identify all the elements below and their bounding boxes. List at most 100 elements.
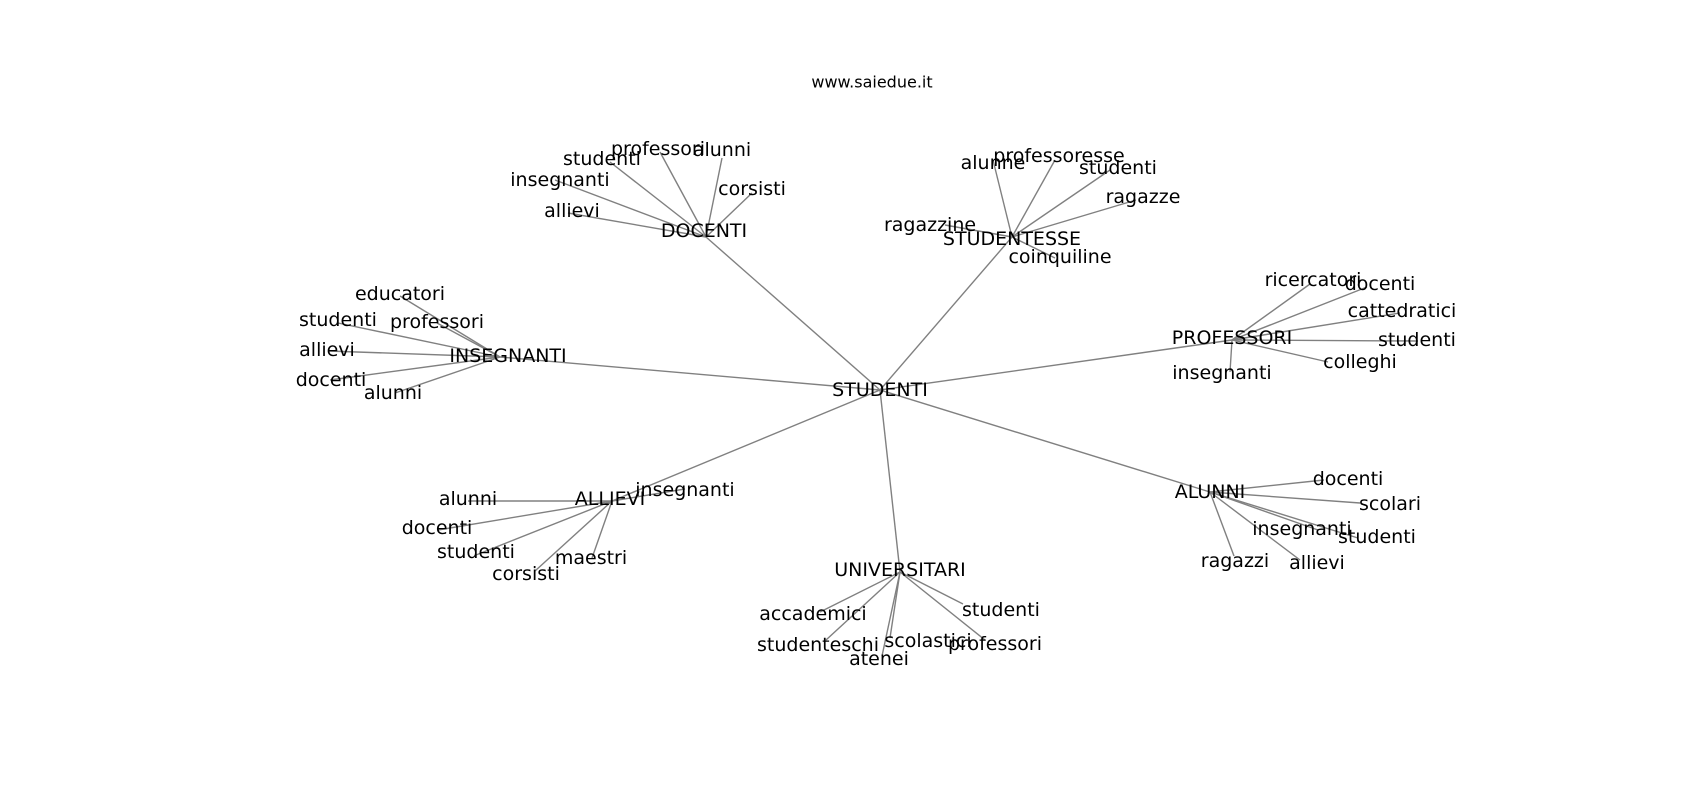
edge-docenti-studenti	[609, 161, 707, 238]
leaf-node-studentesse-alunne: alunne	[961, 152, 1026, 174]
leaf-node-insegnanti-alunni: alunni	[364, 382, 422, 404]
edge-universitari-professori	[899, 571, 986, 641]
edge-professori-docenti	[1231, 286, 1368, 341]
edge-insegnanti-professori	[436, 322, 501, 358]
leaf-node-insegnanti-studenti: studenti	[299, 309, 377, 331]
edge-insegnanti-docenti	[329, 356, 501, 381]
leaf-node-allievi-studenti: studenti	[437, 541, 515, 563]
edge-insegnanti-studenti	[337, 322, 501, 358]
leaf-node-universitari-studenti: studenti	[962, 599, 1040, 621]
leaf-node-alunni-docenti: docenti	[1313, 468, 1384, 490]
leaf-node-allievi-insegnanti: insegnanti	[635, 479, 734, 501]
edge-professori-studenti	[1231, 339, 1419, 342]
center-node-label: STUDENTI	[832, 379, 928, 401]
edge-insegnanti-allievi	[327, 350, 501, 358]
edge-studentesse-alunne	[992, 159, 1013, 238]
leaf-node-studentesse-ragazzine: ragazzine	[884, 214, 976, 236]
edge-professori-ricercatori	[1231, 283, 1311, 341]
site-label: www.saiedue.it	[811, 73, 932, 92]
leaf-node-studentesse-professoresse: professoresse	[993, 145, 1124, 167]
leaf-node-professori-insegnanti: insegnanti	[1172, 362, 1271, 384]
edge-studentesse-coinquiline	[1011, 236, 1056, 259]
edge-universitari-atenei	[881, 571, 901, 657]
leaf-node-alunni-insegnanti: insegnanti	[1252, 518, 1351, 540]
leaf-node-insegnanti-allievi: allievi	[299, 339, 355, 361]
edge-allievi-maestri	[591, 500, 613, 559]
edge-allievi-studenti	[475, 500, 613, 556]
leaf-node-insegnanti-educatori: educatori	[355, 283, 445, 305]
edge-universitari-studenti	[899, 571, 964, 605]
edge-universitari-studenteschi	[825, 571, 901, 641]
edge-professori-cattedratici	[1231, 312, 1401, 341]
edge-universitari-accademici	[819, 571, 901, 613]
hub-node-universitari: UNIVERSITARI	[834, 559, 966, 581]
edge-center-alunni	[879, 389, 1211, 493]
label-layer: STUDENTIDOCENTIstudentiprofessorialunnii…	[296, 138, 1457, 670]
edge-allievi-corsisti	[534, 500, 613, 572]
leaf-node-studentesse-coinquiline: coinquiline	[1008, 246, 1111, 268]
leaf-node-docenti-corsisti: corsisti	[718, 178, 786, 200]
leaf-node-allievi-docenti: docenti	[402, 517, 473, 539]
edge-center-professori	[879, 339, 1233, 391]
leaf-node-studentesse-studenti: studenti	[1079, 157, 1157, 179]
leaf-node-docenti-allievi: allievi	[544, 200, 600, 222]
leaf-node-universitari-scolastici: scolastici	[884, 630, 971, 652]
leaf-node-docenti-professori: professori	[611, 138, 705, 160]
leaf-node-universitari-professori: professori	[948, 633, 1042, 655]
hub-node-insegnanti: INSEGNANTI	[449, 345, 566, 367]
leaf-node-alunni-studenti: studenti	[1338, 526, 1416, 548]
hub-node-studentesse: STUDENTESSE	[943, 228, 1081, 250]
leaf-node-professori-docenti: docenti	[1345, 273, 1416, 295]
leaf-node-professori-ricercatori: ricercatori	[1265, 269, 1362, 291]
edge-docenti-corsisti	[705, 192, 753, 238]
edge-allievi-docenti	[437, 500, 613, 531]
edge-studentesse-studenti	[1011, 169, 1111, 238]
edge-professori-insegnanti	[1229, 339, 1233, 373]
edge-insegnanti-alunni	[394, 356, 501, 394]
leaf-node-universitari-atenei: atenei	[849, 648, 909, 670]
edge-center-insegnanti	[499, 356, 881, 391]
edge-center-studentesse	[879, 236, 1013, 391]
edge-alunni-allievi	[1209, 491, 1301, 561]
leaf-node-professori-colleghi: colleghi	[1323, 351, 1397, 373]
leaf-node-professori-cattedratici: cattedratici	[1348, 300, 1457, 322]
leaf-node-docenti-alunni: alunni	[693, 139, 751, 161]
edge-studentesse-ragazzine	[944, 224, 1013, 238]
edge-center-universitari	[879, 389, 901, 573]
hub-node-docenti: DOCENTI	[661, 220, 747, 242]
hub-node-professori: PROFESSORI	[1172, 327, 1292, 349]
edge-insegnanti-educatori	[399, 295, 501, 358]
edge-center-allievi	[611, 389, 881, 502]
edge-professori-colleghi	[1231, 339, 1329, 363]
leaf-node-insegnanti-docenti: docenti	[296, 369, 367, 391]
leaf-node-allievi-corsisti: corsisti	[492, 563, 560, 585]
leaf-node-alunni-scolari: scolari	[1359, 493, 1421, 515]
leaf-node-studentesse-ragazze: ragazze	[1106, 186, 1181, 208]
leaf-node-allievi-maestri: maestri	[555, 547, 627, 569]
edge-center-docenti	[705, 236, 881, 391]
hub-node-allievi: ALLIEVI	[575, 488, 645, 510]
edge-alunni-docenti	[1209, 479, 1325, 493]
leaf-node-universitari-studenteschi: studenteschi	[757, 634, 879, 656]
edge-alunni-insegnanti	[1209, 491, 1319, 531]
edge-docenti-professori	[659, 151, 707, 238]
edge-alunni-scolari	[1209, 491, 1361, 504]
edge-alunni-ragazzi	[1209, 491, 1235, 557]
edge-alunni-studenti	[1209, 491, 1359, 539]
leaf-node-alunni-allievi: allievi	[1289, 552, 1345, 574]
edge-layer	[327, 151, 1419, 657]
edge-docenti-allievi	[567, 212, 707, 238]
edge-docenti-alunni	[705, 157, 723, 238]
leaf-node-universitari-accademici: accademici	[759, 603, 866, 625]
edge-studentesse-professoresse	[1011, 159, 1056, 238]
leaf-node-alunni-ragazzi: ragazzi	[1201, 550, 1269, 572]
leaf-node-docenti-studenti: studenti	[563, 148, 641, 170]
edge-allievi-insegnanti	[611, 488, 686, 502]
leaf-node-allievi-alunni: alunni	[439, 488, 497, 510]
leaf-node-professori-studenti: studenti	[1378, 329, 1456, 351]
edge-docenti-insegnanti	[554, 179, 707, 238]
leaf-node-docenti-insegnanti: insegnanti	[510, 169, 609, 191]
hub-node-alunni: ALUNNI	[1175, 481, 1246, 503]
edge-studentesse-ragazze	[1011, 199, 1137, 238]
